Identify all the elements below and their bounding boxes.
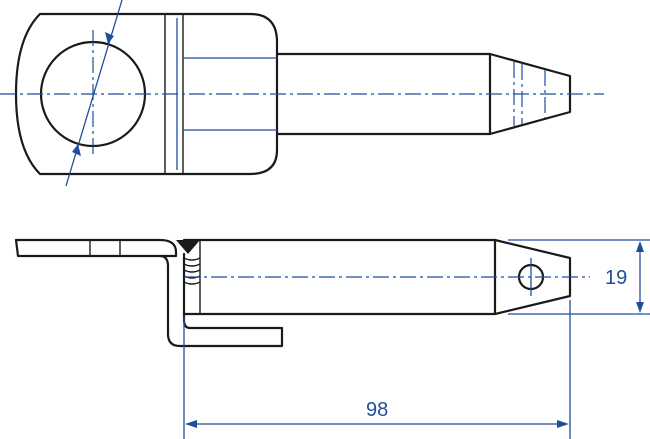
height-arrow-top: [636, 241, 644, 252]
length-dimension-label: 98: [366, 399, 388, 421]
eye-plate-outline: [14, 12, 279, 176]
bent-leg-outline: [158, 252, 284, 348]
top-view: [0, 0, 604, 187]
diameter-arrow-top: [105, 32, 114, 44]
side-tapered-tip: [493, 238, 572, 316]
weld-fillet: [176, 240, 200, 254]
diameter-arrow-bottom: [72, 144, 81, 156]
side-view: 19 98: [14, 238, 650, 439]
hole-diameter-line: [65, 0, 123, 187]
length-arrow-right: [557, 420, 569, 428]
height-dimension-label: 19: [605, 267, 627, 289]
weld-beads: [183, 257, 201, 285]
length-arrow-left: [185, 420, 197, 428]
height-arrow-bottom: [636, 302, 644, 313]
flange-outline: [14, 238, 178, 258]
